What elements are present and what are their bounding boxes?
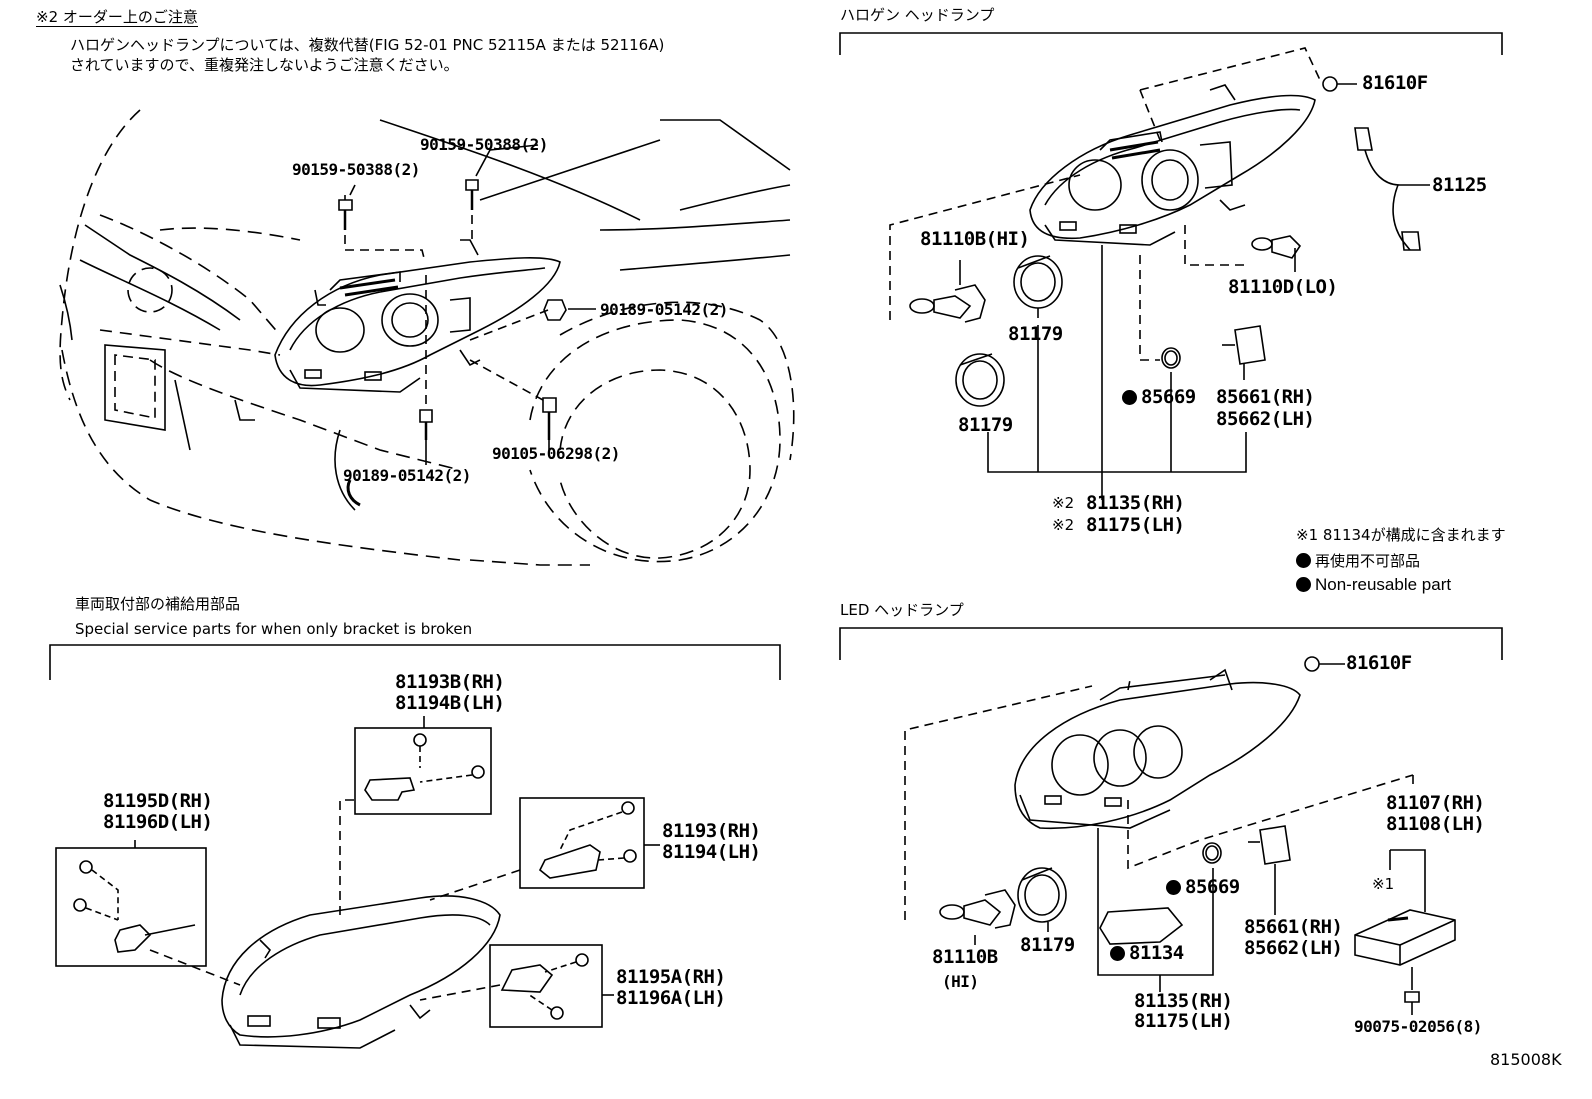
part-85669-halogen[interactable]: 85669: [1122, 388, 1196, 407]
legend-dot-icon: [1296, 577, 1311, 592]
notice-line-2: されていますので、重複発注しないようご注意ください。: [70, 56, 459, 74]
part-85661-rh-led[interactable]: 85661(RH): [1244, 916, 1343, 938]
legend-dot-icon: [1296, 553, 1311, 568]
part-81195a-rh[interactable]: 81195A(RH): [616, 966, 726, 988]
bracket-section-title-en: Special service parts for when only brac…: [75, 620, 473, 638]
part-81193b-rh[interactable]: 81193B(RH): [395, 671, 505, 693]
part-90189-05142-lower[interactable]: 90189-05142(2): [343, 466, 471, 485]
part-90159-50388-top-right[interactable]: 90159-50388(2): [420, 135, 548, 154]
part-81110b-led[interactable]: 81110B: [932, 946, 998, 968]
part-81107-rh[interactable]: 81107(RH): [1386, 792, 1485, 814]
part-85662-lh-halogen[interactable]: 85662(LH): [1216, 408, 1315, 430]
part-85669-led[interactable]: 85669: [1166, 878, 1240, 897]
legend-non-reusable-en: Non-reusable part: [1296, 576, 1451, 593]
vehicle-headlamp: [274, 239, 561, 393]
part-81110b-hi-halogen[interactable]: 81110B(HI): [920, 228, 1030, 250]
part-90189-05142-right[interactable]: 90189-05142(2): [600, 300, 728, 319]
bracket-section: [49, 644, 781, 1049]
non-reusable-marker: [1166, 880, 1181, 895]
led-section: [839, 627, 1503, 1015]
part-85661-rh-halogen[interactable]: 85661(RH): [1216, 386, 1315, 408]
part-81175-lh-halogen[interactable]: 81175(LH): [1086, 514, 1185, 536]
part-81179-lower[interactable]: 81179: [958, 414, 1013, 436]
led-section-title: LED ヘッドランプ: [840, 601, 964, 619]
legend-note-1: ※1 81134が構成に含まれます: [1296, 526, 1506, 544]
non-reusable-marker: [1122, 390, 1137, 405]
assy-mark-lh: ※2: [1052, 516, 1075, 534]
part-90075-02056[interactable]: 90075-02056(8): [1354, 1017, 1482, 1036]
part-81193-rh[interactable]: 81193(RH): [662, 820, 761, 842]
part-81125[interactable]: 81125: [1432, 174, 1487, 196]
part-81610f-halogen[interactable]: 81610F: [1362, 72, 1428, 94]
part-81175-lh-led[interactable]: 81175(LH): [1134, 1010, 1233, 1032]
part-81135-rh-led[interactable]: 81135(RH): [1134, 990, 1233, 1012]
notice-heading: ※2 オーダー上のご注意: [36, 8, 198, 27]
part-81135-rh-halogen[interactable]: 81135(RH): [1086, 492, 1185, 514]
part-81196a-lh[interactable]: 81196A(LH): [616, 987, 726, 1009]
halogen-section-title: ハロゲン ヘッドランプ: [840, 6, 995, 24]
bracket-section-title-jp: 車両取付部の補給用部品: [75, 595, 241, 613]
vehicle-fasteners: [338, 144, 596, 465]
part-81108-lh[interactable]: 81108(LH): [1386, 813, 1485, 835]
part-81610f-led[interactable]: 81610F: [1346, 652, 1412, 674]
part-81179-led[interactable]: 81179: [1020, 934, 1075, 956]
part-81134[interactable]: 81134: [1110, 944, 1184, 963]
part-81195d-rh[interactable]: 81195D(RH): [103, 790, 213, 812]
part-90159-50388-top-left[interactable]: 90159-50388(2): [292, 160, 420, 179]
halogen-section: [839, 32, 1503, 500]
vehicle-front-drawing: [59, 109, 795, 566]
part-81110b-hi-led: (HI): [942, 972, 979, 991]
part-90105-06298[interactable]: 90105-06298(2): [492, 444, 620, 463]
part-81179-upper[interactable]: 81179: [1008, 323, 1063, 345]
legend-non-reusable-jp: 再使用不可部品: [1296, 553, 1420, 569]
part-81110d-lo[interactable]: 81110D(LO): [1228, 276, 1338, 298]
part-81194b-lh[interactable]: 81194B(LH): [395, 692, 505, 714]
non-reusable-marker: [1110, 946, 1125, 961]
figure-id: 815008K: [1490, 1050, 1562, 1069]
assy-mark-rh: ※2: [1052, 494, 1075, 512]
part-85662-lh-led[interactable]: 85662(LH): [1244, 937, 1343, 959]
led-mark-1: ※1: [1372, 875, 1395, 893]
part-81196d-lh[interactable]: 81196D(LH): [103, 811, 213, 833]
notice-line-1: ハロゲンヘッドランプについては、複数代替(FIG 52-01 PNC 52115…: [70, 36, 665, 54]
part-81194-lh[interactable]: 81194(LH): [662, 841, 761, 863]
